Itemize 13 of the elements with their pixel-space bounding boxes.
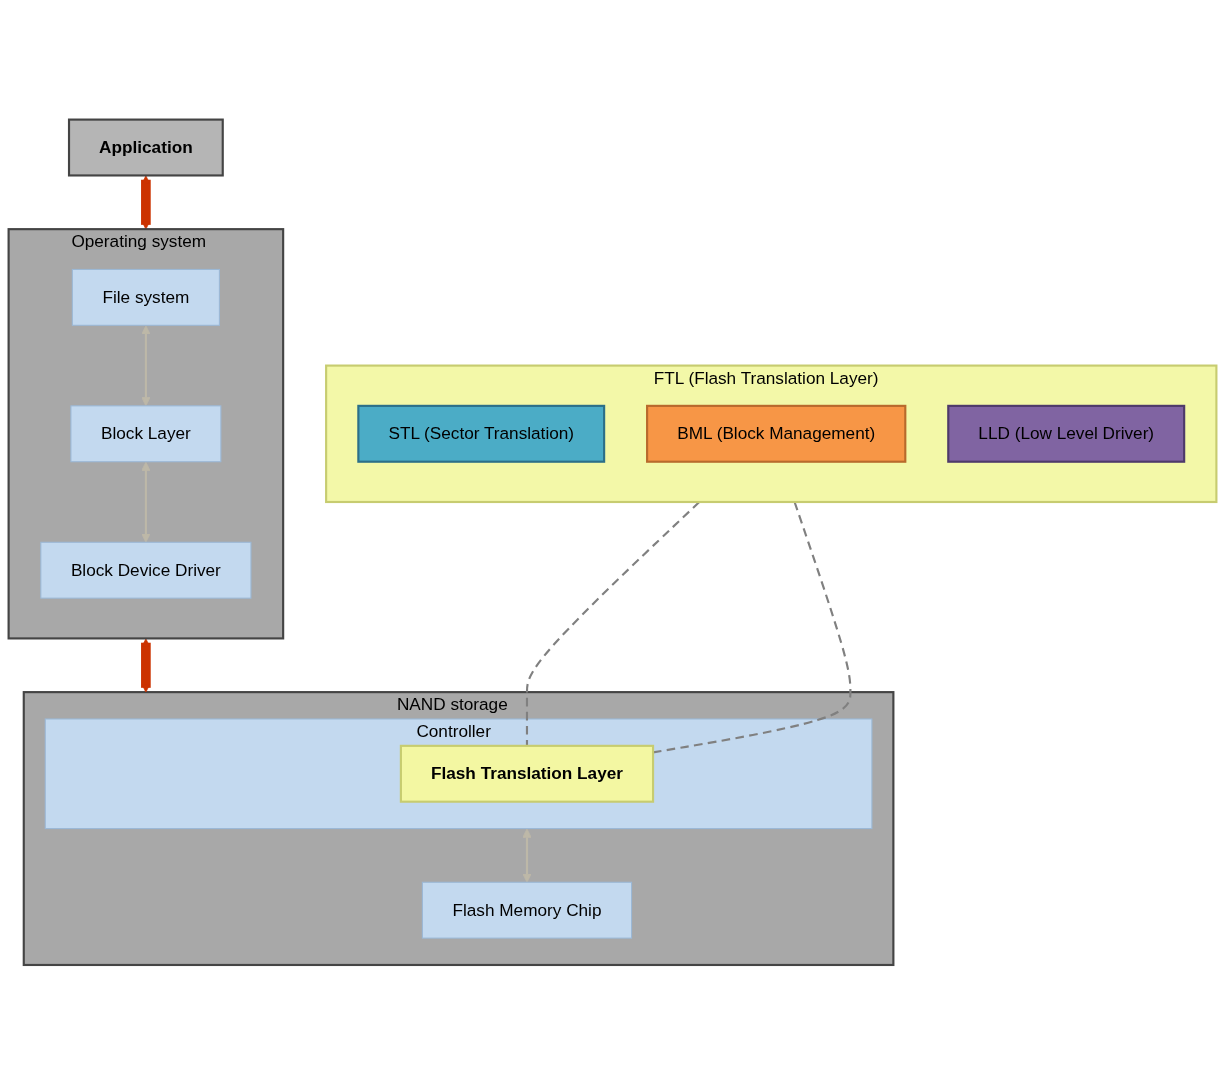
node-box: Application xyxy=(67,118,224,177)
arrow xyxy=(522,828,532,883)
node-box: File system xyxy=(71,268,220,326)
arrow xyxy=(141,461,151,543)
node-box: Flash Memory Chip xyxy=(421,881,633,939)
node-box: BML (Block Management) xyxy=(646,404,907,463)
node-box: Block Layer xyxy=(70,405,222,462)
node-box: Block Device Driver xyxy=(40,541,252,599)
arrow xyxy=(141,325,151,406)
node-box: LLD (Low Level Driver) xyxy=(947,404,1186,463)
node-box: STL (Sector Translation) xyxy=(357,404,606,463)
node-box: Flash Translation Layer xyxy=(399,744,655,803)
arrow xyxy=(141,638,151,693)
